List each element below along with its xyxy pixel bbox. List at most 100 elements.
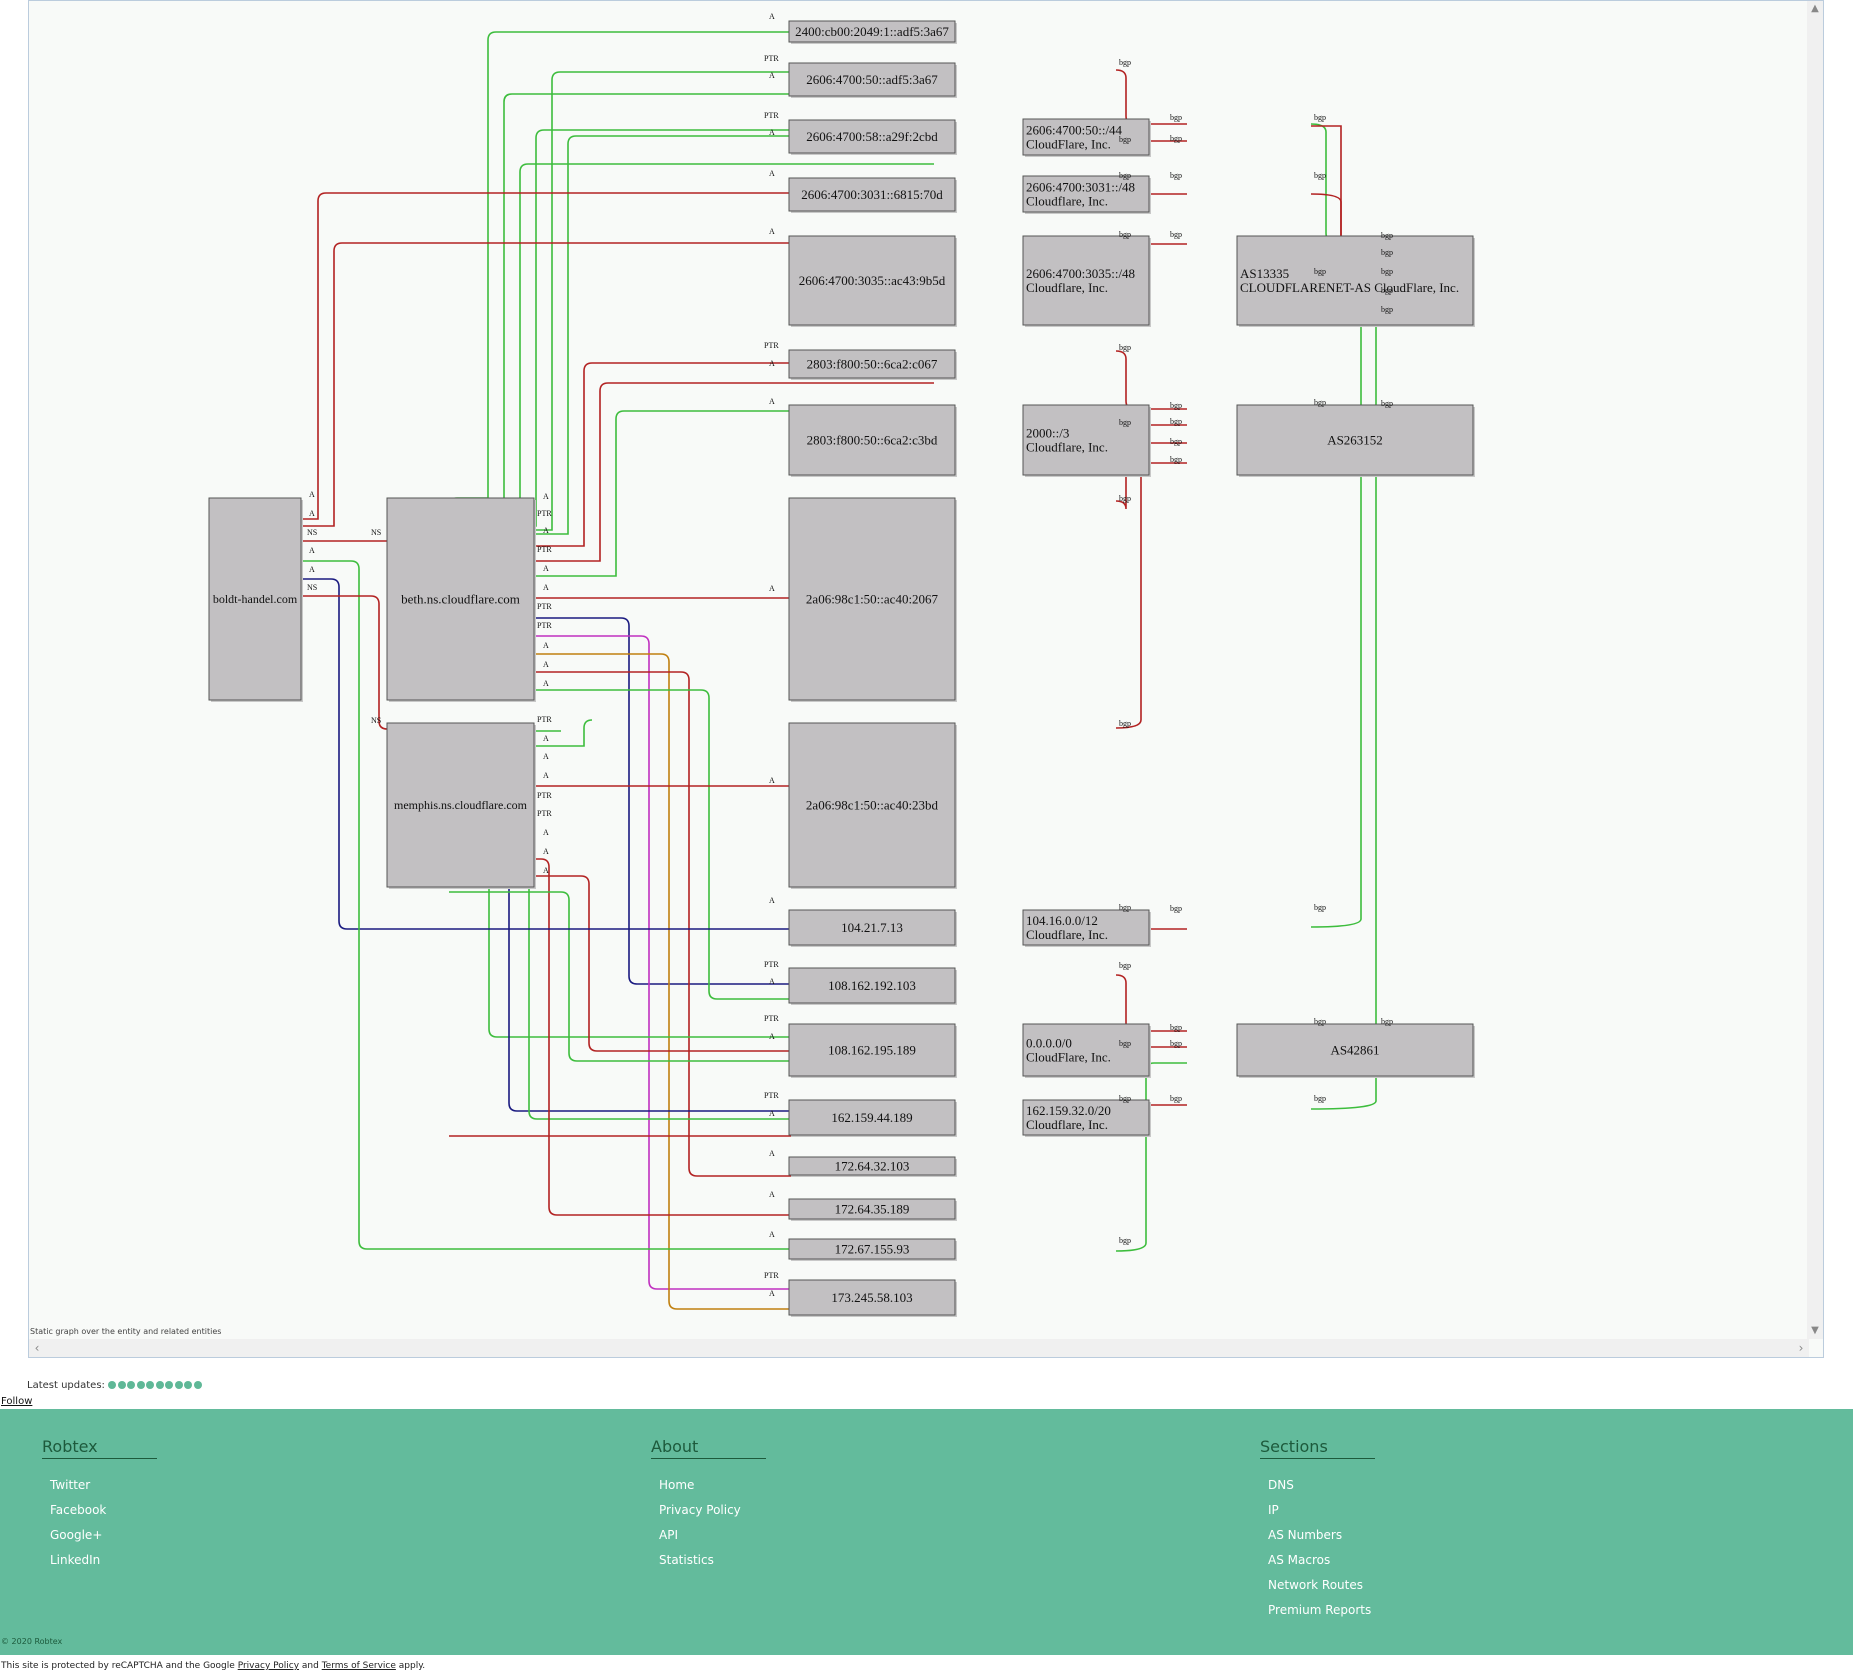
graph-node-n_ip2[interactable]: 2606:4700:50::adf5:3a67 <box>788 62 957 98</box>
graph-edge <box>449 635 934 1290</box>
edge-label-bgp: bgp <box>1170 417 1182 426</box>
graph-node-n_ip16[interactable]: 172.67.155.93 <box>788 1238 957 1261</box>
edge-label-ptr: PTR <box>537 509 552 518</box>
horizontal-scrollbar[interactable]: ‹ › <box>29 1339 1809 1357</box>
update-dot[interactable] <box>108 1381 117 1389</box>
graph-node-n_ip1[interactable]: 2400:cb00:2049:1::adf5:3a67 <box>788 20 957 44</box>
edge-label-a: A <box>309 546 315 555</box>
graph-node-label: CloudFlare, Inc. <box>1026 137 1111 152</box>
graph-node-n_memphis[interactable]: memphis.ns.cloudflare.com <box>386 722 536 889</box>
graph-node-n_ip10[interactable]: 104.21.7.13 <box>788 909 957 947</box>
edge-label-a: A <box>769 584 775 593</box>
update-dot[interactable] <box>174 1381 183 1389</box>
footer-link-as-macros[interactable]: AS Macros <box>1268 1553 1331 1567</box>
graph-edge <box>449 671 934 1177</box>
scroll-up-icon[interactable]: ▲ <box>1811 3 1819 14</box>
update-dot[interactable] <box>184 1381 193 1389</box>
edge-label-a: A <box>543 564 549 573</box>
graph-node-label: AS13335 <box>1240 266 1289 281</box>
edge-label-ns: NS <box>307 583 317 592</box>
graph-node-n_ip5[interactable]: 2606:4700:3035::ac43:9b5d <box>788 235 957 327</box>
edge-label-a: A <box>769 1109 775 1118</box>
scroll-down-icon[interactable]: ▼ <box>1811 1325 1819 1336</box>
graph-node-n_ip14[interactable]: 172.64.32.103 <box>788 1156 957 1177</box>
update-dot[interactable] <box>165 1381 174 1389</box>
footer-link-google-[interactable]: Google+ <box>50 1528 103 1542</box>
graph-edge <box>449 719 593 747</box>
update-dots[interactable] <box>108 1380 203 1391</box>
graph-node-label: 2606:4700:58::a29f:2cbd <box>806 129 938 144</box>
vertical-scrollbar[interactable]: ▲ ▼ <box>1807 1 1823 1339</box>
graph-edge <box>449 129 934 527</box>
graph-node-n_ip13[interactable]: 162.159.44.189 <box>788 1099 957 1137</box>
footer-link-ip[interactable]: IP <box>1268 1503 1279 1517</box>
edge-label-a: A <box>309 565 315 574</box>
footer-link-twitter[interactable]: Twitter <box>50 1478 91 1492</box>
footer-link-dns[interactable]: DNS <box>1268 1478 1294 1492</box>
footer-link-network-routes[interactable]: Network Routes <box>1268 1578 1364 1592</box>
update-dot[interactable] <box>193 1381 202 1389</box>
update-dot[interactable] <box>155 1381 164 1389</box>
footer-link-privacy-policy[interactable]: Privacy Policy <box>659 1503 741 1517</box>
graph-node-n_ip4[interactable]: 2606:4700:3031::6815:70d <box>788 177 957 213</box>
footer-link-facebook[interactable]: Facebook <box>50 1503 107 1517</box>
edge-label-ptr: PTR <box>537 621 552 630</box>
graph-node-label: beth.ns.cloudflare.com <box>401 592 520 607</box>
edge-label-ns: NS <box>307 528 317 537</box>
footer-link-api[interactable]: API <box>659 1528 678 1542</box>
scroll-right-icon[interactable]: › <box>1798 1341 1804 1355</box>
graph-node-n_ip3[interactable]: 2606:4700:58::a29f:2cbd <box>788 119 957 155</box>
legal-and: and <box>301 1661 319 1671</box>
graph-node-n_ip11[interactable]: 108.162.192.103 <box>788 967 957 1005</box>
footer-link-linkedin[interactable]: LinkedIn <box>50 1553 101 1567</box>
edge-label-bgp: bgp <box>1170 113 1182 122</box>
graph-node-label: 2606:4700:3035::/48 <box>1026 266 1135 281</box>
graph-node-n_ip9[interactable]: 2a06:98c1:50::ac40:23bd <box>788 722 957 889</box>
graph-node-as2[interactable]: AS263152 <box>1236 404 1475 477</box>
edge-label-ptr: PTR <box>537 545 552 554</box>
follow-link[interactable]: Follow <box>1 1396 33 1407</box>
graph-node-label: 2803:f800:50::6ca2:c067 <box>807 357 938 372</box>
graph-frame[interactable]: boldt-handel.com beth.ns.cloudflare.com me… <box>28 0 1824 1358</box>
scroll-left-icon[interactable]: ‹ <box>34 1341 40 1355</box>
graph-node-n_ip8[interactable]: 2a06:98c1:50::ac40:2067 <box>788 497 957 702</box>
update-dot[interactable] <box>127 1381 136 1389</box>
update-dot[interactable] <box>117 1381 126 1389</box>
graph-node-as3[interactable]: AS42861 <box>1236 1023 1475 1078</box>
edge-label-bgp: bgp <box>1314 1094 1326 1103</box>
update-dot[interactable] <box>136 1381 145 1389</box>
edge-label-ns: NS <box>371 528 381 537</box>
graph-node-n_boldt[interactable]: boldt-handel.com <box>208 497 303 702</box>
privacy-policy-link[interactable]: Privacy Policy <box>237 1661 300 1671</box>
graph-node-label: 104.16.0.0/12 <box>1026 913 1098 928</box>
graph-node-n_ip6[interactable]: 2803:f800:50::6ca2:c067 <box>788 349 957 380</box>
graph-node-n_ip12[interactable]: 108.162.195.189 <box>788 1023 957 1078</box>
graph-node-n_ip17[interactable]: 173.245.58.103 <box>788 1279 957 1317</box>
update-dot[interactable] <box>146 1381 155 1389</box>
graph-node-n_ip7[interactable]: 2803:f800:50::6ca2:c3bd <box>788 404 957 477</box>
graph-node-label: 108.162.195.189 <box>828 1043 916 1058</box>
graph-node-n_beth[interactable]: beth.ns.cloudflare.com <box>386 497 536 702</box>
graph-edge <box>449 891 934 1062</box>
footer-link-premium-reports[interactable]: Premium Reports <box>1268 1603 1372 1617</box>
graph-node-n_ip15[interactable]: 172.64.35.189 <box>788 1198 957 1221</box>
edge-label-bgp: bgp <box>1381 1017 1393 1026</box>
edge-label-a: A <box>309 509 315 518</box>
graph-edge <box>1310 123 1398 242</box>
terms-of-service-link[interactable]: Terms of Service <box>321 1661 396 1671</box>
footer-link-statistics[interactable]: Statistics <box>659 1553 714 1567</box>
graph-node-label: Cloudflare, Inc. <box>1026 280 1108 295</box>
footer-link-home[interactable]: Home <box>659 1478 695 1492</box>
edge-label-bgp: bgp <box>1119 343 1131 352</box>
edge-label-bgp: bgp <box>1119 719 1131 728</box>
footer-link-as-numbers[interactable]: AS Numbers <box>1268 1528 1343 1542</box>
